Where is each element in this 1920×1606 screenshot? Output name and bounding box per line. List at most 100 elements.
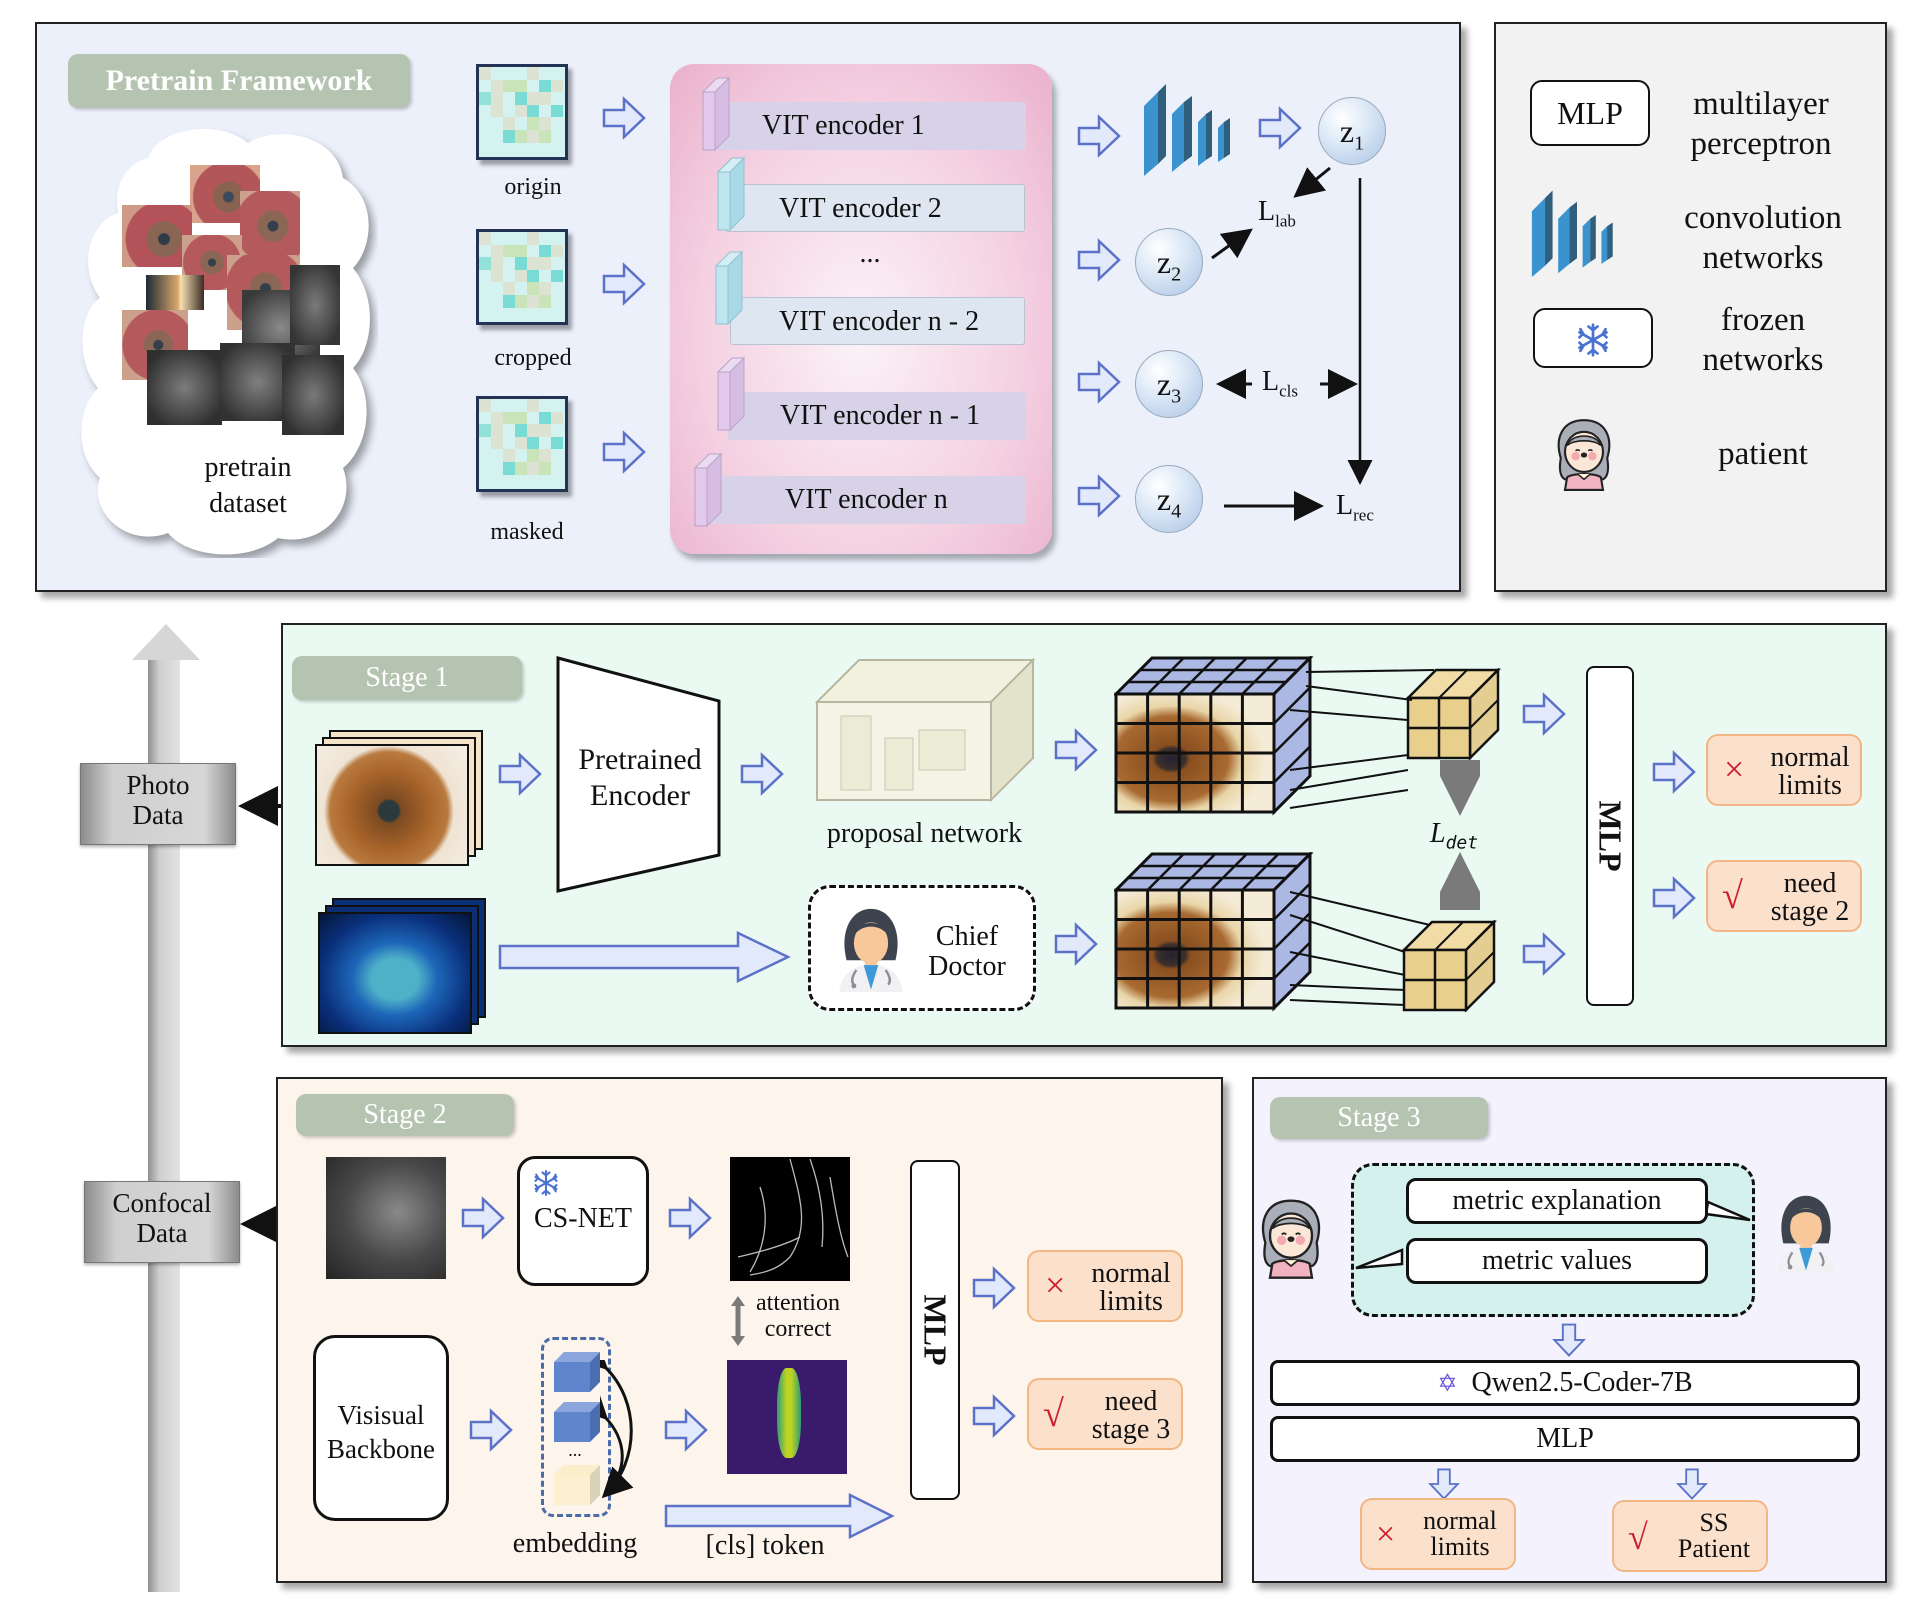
metric-explanation-bubble: metric explanation bbox=[1406, 1178, 1708, 1224]
stage2-mlp-label: MLP bbox=[917, 1294, 954, 1366]
stage2-result-normal: × normal limits bbox=[1027, 1250, 1183, 1322]
thumbnail-patch bbox=[479, 67, 492, 80]
pretrained-encoder-line1: Pretrained bbox=[578, 743, 702, 776]
thumbnail-patch bbox=[539, 462, 552, 475]
embedding-ellipsis: ... bbox=[568, 1440, 582, 1460]
pretrain-dataset-label-line1: pretrain bbox=[204, 452, 292, 483]
proposal-network-label: proposal network bbox=[826, 818, 1023, 849]
convolution-layers-icon bbox=[1530, 180, 1624, 280]
attention-correct-label: attention correct bbox=[748, 1290, 848, 1342]
llm-label: Qwen2.5-Coder-7B bbox=[1471, 1367, 1693, 1398]
vit-encoder-ellipsis: ... bbox=[859, 238, 881, 269]
cs-net-block: CS-NET bbox=[517, 1156, 649, 1286]
thumbnail-patch bbox=[551, 244, 564, 258]
legend-conv-line1: convolution bbox=[1684, 200, 1842, 236]
loss-det: Ldet bbox=[1430, 818, 1479, 854]
cs-net-label: CS-NET bbox=[534, 1203, 632, 1234]
thumbnail-patch bbox=[539, 282, 552, 295]
photo-data-label: Photo Data bbox=[80, 763, 236, 845]
thumbnail-patch bbox=[503, 462, 516, 475]
cls-token-icon bbox=[554, 1465, 600, 1505]
photo-image-stack bbox=[315, 730, 485, 870]
thumbnail-patch bbox=[515, 104, 528, 118]
metric-values-bubble: metric values bbox=[1406, 1238, 1708, 1284]
cross-icon: × bbox=[1376, 1516, 1396, 1553]
stage2-title: Stage 2 bbox=[296, 1094, 514, 1136]
check-icon: √ bbox=[1043, 1393, 1064, 1435]
stage3-title: Stage 3 bbox=[1270, 1097, 1488, 1139]
result-line1: normal bbox=[1423, 1506, 1497, 1535]
arrow-right-icon bbox=[1522, 692, 1566, 736]
arrow-right-icon bbox=[1054, 728, 1098, 772]
thumbnail-patch bbox=[515, 269, 528, 283]
latent-z4: z4 bbox=[1135, 465, 1203, 533]
thumbnail-patch bbox=[539, 92, 552, 105]
doctor-avatar-icon bbox=[834, 904, 908, 992]
thumbnail-patch bbox=[527, 282, 540, 295]
thumbnail-patch bbox=[551, 79, 564, 93]
pretrain-dataset-label: pretrain dataset bbox=[148, 450, 348, 522]
chief-doctor-label: Chief Doctor bbox=[912, 922, 1022, 982]
roi-cube-bottom bbox=[1402, 920, 1498, 1012]
thumbnail-patch bbox=[515, 424, 528, 437]
vit-prism-icon bbox=[701, 76, 731, 152]
result-line2: limits bbox=[1099, 1286, 1163, 1317]
photo-data-line2: Data bbox=[132, 800, 184, 830]
vit-encoder-1: VIT encoder 1 bbox=[710, 102, 1026, 150]
photo-data-line1: Photo bbox=[126, 770, 190, 800]
arrow-right-icon bbox=[972, 1266, 1016, 1310]
vit-prism-icon bbox=[714, 250, 744, 326]
pretrain-dataset-label-line2: dataset bbox=[209, 488, 287, 519]
embedding-token-icon bbox=[554, 1402, 600, 1442]
thumbnail-patch bbox=[527, 232, 540, 245]
thumbnail-patch bbox=[515, 130, 528, 143]
thumbnail-patch bbox=[491, 244, 504, 258]
thumbnail-patch bbox=[491, 424, 504, 437]
arrow-right-icon bbox=[972, 1394, 1016, 1438]
thumbnail-patch bbox=[539, 424, 552, 437]
thumbnail-patch bbox=[515, 244, 528, 258]
embedding-label: embedding bbox=[512, 1528, 638, 1559]
thumbnail-patch bbox=[491, 104, 504, 118]
thumbnail-patch bbox=[539, 130, 552, 143]
legend-label-patient: patient bbox=[1718, 436, 1808, 472]
feature-map-cube-top bbox=[1114, 656, 1314, 816]
slit-lamp-image-stack bbox=[318, 898, 488, 1038]
thumbnail-patch bbox=[527, 257, 540, 270]
check-icon: √ bbox=[1628, 1517, 1648, 1557]
thumbnail-patch bbox=[539, 449, 552, 462]
stage1-title: Stage 1 bbox=[292, 656, 522, 700]
attention-correct-arrow bbox=[731, 1296, 745, 1346]
thumbnail-patch bbox=[515, 462, 528, 475]
vit-encoder-n-2: VIT encoder n - 2 bbox=[730, 297, 1025, 345]
latent-z3: z3 bbox=[1135, 350, 1203, 418]
thumbnail-patch bbox=[527, 449, 540, 462]
cls-token-label: [cls] token bbox=[705, 1530, 825, 1561]
vit-prism-icon bbox=[716, 156, 746, 232]
cls-token-arrow-icon bbox=[664, 1492, 895, 1540]
pretrained-encoder-label: Pretrained Encoder bbox=[565, 742, 715, 814]
thumbnail-patch bbox=[491, 436, 504, 450]
pretrain-framework-title: Pretrain Framework bbox=[68, 54, 410, 108]
view-label-origin: origin bbox=[504, 174, 562, 200]
thumbnail-patch bbox=[527, 130, 540, 143]
stage3-result-normal: × normal limits bbox=[1360, 1498, 1516, 1570]
attention-heatmap-image bbox=[727, 1360, 847, 1474]
thumbnail-patch bbox=[503, 449, 516, 462]
masked-view-thumbnail bbox=[476, 396, 568, 492]
thumbnail-patch bbox=[479, 92, 492, 105]
stage1-result-normal: × normal limits bbox=[1706, 734, 1862, 806]
thumbnail-patch bbox=[539, 411, 552, 425]
thumbnail-patch bbox=[503, 79, 516, 93]
patient-avatar-icon bbox=[1551, 416, 1617, 492]
confocal-data-line2: Data bbox=[136, 1218, 188, 1248]
result-line2: stage 3 bbox=[1091, 1414, 1171, 1445]
arrow-right-icon bbox=[498, 752, 542, 796]
thumbnail-patch bbox=[515, 436, 528, 450]
result-line1: need bbox=[1783, 868, 1837, 899]
snowflake-icon bbox=[1575, 322, 1611, 358]
arrow-right-icon bbox=[1652, 750, 1696, 794]
thumbnail-patch bbox=[503, 244, 516, 258]
legend-label-mlp: multilayer perceptron bbox=[1656, 84, 1866, 164]
thumbnail-patch bbox=[527, 117, 540, 130]
